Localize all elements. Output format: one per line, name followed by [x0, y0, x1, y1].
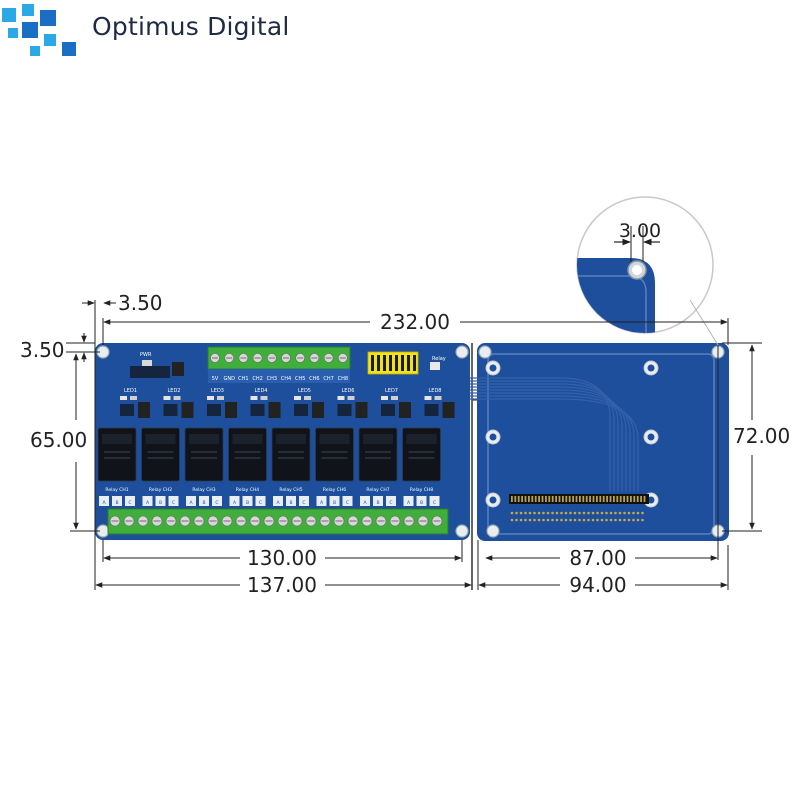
optocoupler — [181, 402, 194, 418]
hole-offset-x-label: 3.50 — [118, 291, 163, 315]
relay-channel-label: Relay CH1 — [105, 487, 128, 493]
header-pin-label: CH6 — [309, 376, 319, 382]
contact-label: B — [159, 500, 162, 506]
hole-diameter-label: 3.00 — [619, 220, 661, 242]
header-pin-label: CH7 — [323, 376, 333, 382]
contact-label: C — [259, 500, 262, 506]
relay-channel-label: Relay CH6 — [323, 487, 346, 493]
contact-label: B — [115, 500, 118, 506]
contact-label: C — [346, 500, 349, 506]
contact-label: A — [276, 500, 280, 506]
contact-label: A — [146, 500, 150, 506]
brand-logo: Optimus Digital — [0, 0, 290, 62]
contact-label: B — [376, 500, 379, 506]
left-height-label: 65.00 — [30, 428, 87, 452]
brand-name: Optimus Digital — [92, 12, 290, 41]
output-terminal-block — [107, 508, 449, 535]
contact-label: A — [189, 500, 193, 506]
optocoupler — [355, 402, 368, 418]
jumper-header: Relay — [367, 351, 446, 375]
hole-offset-y-label: 3.50 — [20, 338, 65, 362]
left-outer-width-label: 137.00 — [247, 573, 317, 597]
led-label: LED7 — [385, 388, 398, 394]
led-label: LED1 — [124, 388, 137, 394]
led-label: LED8 — [429, 388, 442, 394]
contact-label: C — [389, 500, 392, 506]
left-inner-width-label: 130.00 — [247, 546, 317, 570]
contact-label: B — [202, 500, 205, 506]
contact-label: C — [302, 500, 305, 506]
header-pin-label: CH1 — [238, 376, 248, 382]
led-label: LED6 — [342, 388, 355, 394]
led-label: LED4 — [255, 388, 268, 394]
header-pin-label: 5V — [212, 376, 219, 382]
contact-label: C — [172, 500, 175, 506]
contact-label: A — [363, 500, 367, 506]
optocoupler — [138, 402, 150, 418]
header-pin-label: CH3 — [267, 376, 277, 382]
led-label: LED5 — [298, 388, 311, 394]
contact-label: B — [246, 500, 249, 506]
right-inner-width-label: 87.00 — [569, 546, 626, 570]
mount-hole-br — [455, 524, 469, 538]
contact-label: B — [289, 500, 292, 506]
relay-channel-label: Relay CH8 — [410, 487, 433, 493]
relay-channel-label: Relay CH4 — [236, 487, 259, 493]
contact-label: B — [420, 500, 423, 506]
header-pin-label: CH5 — [295, 376, 305, 382]
dimension-lines — [66, 300, 762, 590]
optocoupler — [268, 402, 281, 418]
display-board — [470, 343, 729, 541]
header-pin-label: CH8 — [338, 376, 348, 382]
contact-label: C — [128, 500, 131, 506]
optocoupler — [225, 402, 237, 418]
contact-label: B — [333, 500, 336, 506]
relay-channel-label: Relay CH7 — [366, 487, 389, 493]
header-pin-label: GND — [223, 376, 235, 382]
right-height-label: 72.00 — [733, 424, 790, 448]
logo-icon — [2, 4, 76, 56]
optocoupler — [312, 402, 324, 418]
relay-channel-label: Relay CH2 — [149, 487, 172, 493]
relay-silk-label: Relay — [432, 356, 446, 362]
optocoupler — [442, 402, 455, 418]
optocoupler — [399, 402, 411, 418]
relay-channel-label: Relay CH5 — [279, 487, 302, 493]
pwr-label: PWR — [140, 352, 152, 358]
hole-zoom-detail: 3.00 — [576, 196, 719, 346]
led-label: LED3 — [211, 388, 224, 394]
contact-label: A — [407, 500, 411, 506]
contact-label: A — [233, 500, 237, 506]
contact-label: A — [102, 500, 106, 506]
contact-label: C — [215, 500, 218, 506]
led-label: LED2 — [168, 388, 181, 394]
header-pin-label: CH2 — [252, 376, 262, 382]
right-outer-width-label: 94.00 — [569, 573, 626, 597]
total-width-label: 232.00 — [380, 310, 450, 334]
header-pin-label: CH4 — [281, 376, 291, 382]
relay-channel-label: Relay CH3 — [192, 487, 215, 493]
contact-label: C — [433, 500, 436, 506]
mount-hole-tr — [455, 345, 469, 359]
contact-label: A — [320, 500, 324, 506]
